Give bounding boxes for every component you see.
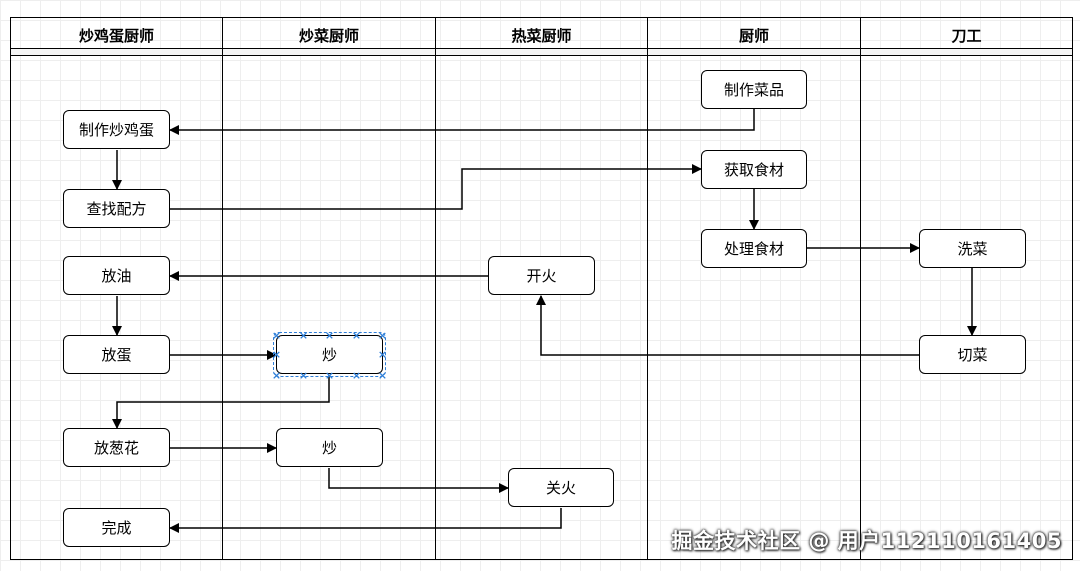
node-add-egg[interactable]: 放蛋	[63, 335, 170, 374]
lane-header-divider	[861, 48, 1072, 56]
node-fire-off[interactable]: 关火	[508, 468, 614, 507]
node-make-dish[interactable]: 制作菜品	[701, 70, 807, 109]
lane-title: 热菜厨师	[511, 26, 572, 45]
node-cut-veg[interactable]: 切菜	[919, 335, 1026, 374]
lane-title: 厨师	[738, 26, 769, 45]
resize-handle-icon[interactable]: ×	[298, 369, 309, 382]
lane-header-divider	[648, 48, 860, 56]
node-label: 炒	[321, 346, 337, 364]
node-add-scallion[interactable]: 放葱花	[63, 428, 170, 467]
node-stir-fry[interactable]: 炒	[276, 428, 383, 467]
resize-handle-icon[interactable]: ×	[271, 369, 282, 382]
node-get-ingredients[interactable]: 获取食材	[701, 150, 807, 189]
resize-handle-icon[interactable]: ×	[351, 369, 362, 382]
lane-title: 炒鸡蛋厨师	[78, 26, 154, 45]
node-process-ingredients[interactable]: 处理食材	[701, 229, 807, 268]
resize-handle-icon[interactable]: ×	[377, 369, 388, 382]
lane-header-divider	[11, 48, 222, 56]
lane-header-divider	[436, 48, 647, 56]
resize-handle-icon[interactable]: ×	[271, 348, 282, 361]
lane-knife-worker[interactable]: 刀工	[860, 17, 1073, 560]
node-find-recipe[interactable]: 查找配方	[63, 189, 170, 228]
resize-handle-icon[interactable]: ×	[271, 329, 282, 342]
node-wash-veg[interactable]: 洗菜	[919, 229, 1026, 268]
lane-title: 炒菜厨师	[298, 26, 359, 45]
resize-handle-icon[interactable]: ×	[351, 329, 362, 342]
node-done[interactable]: 完成	[63, 508, 170, 547]
lane-title: 刀工	[951, 26, 982, 45]
lane-stirfry-chef[interactable]: 炒菜厨师	[222, 17, 436, 560]
node-add-oil[interactable]: 放油	[63, 256, 170, 295]
resize-handle-icon[interactable]: ×	[324, 329, 335, 342]
lane-header-divider	[223, 48, 435, 56]
resize-handle-icon[interactable]: ×	[377, 329, 388, 342]
watermark: 掘金技术社区 @ 用户112110161405	[671, 529, 1062, 553]
resize-handle-icon[interactable]: ×	[377, 348, 388, 361]
resize-handle-icon[interactable]: ×	[298, 329, 309, 342]
node-fire-on[interactable]: 开火	[488, 256, 595, 295]
resize-handle-icon[interactable]: ×	[324, 369, 335, 382]
node-make-egg[interactable]: 制作炒鸡蛋	[63, 110, 170, 149]
